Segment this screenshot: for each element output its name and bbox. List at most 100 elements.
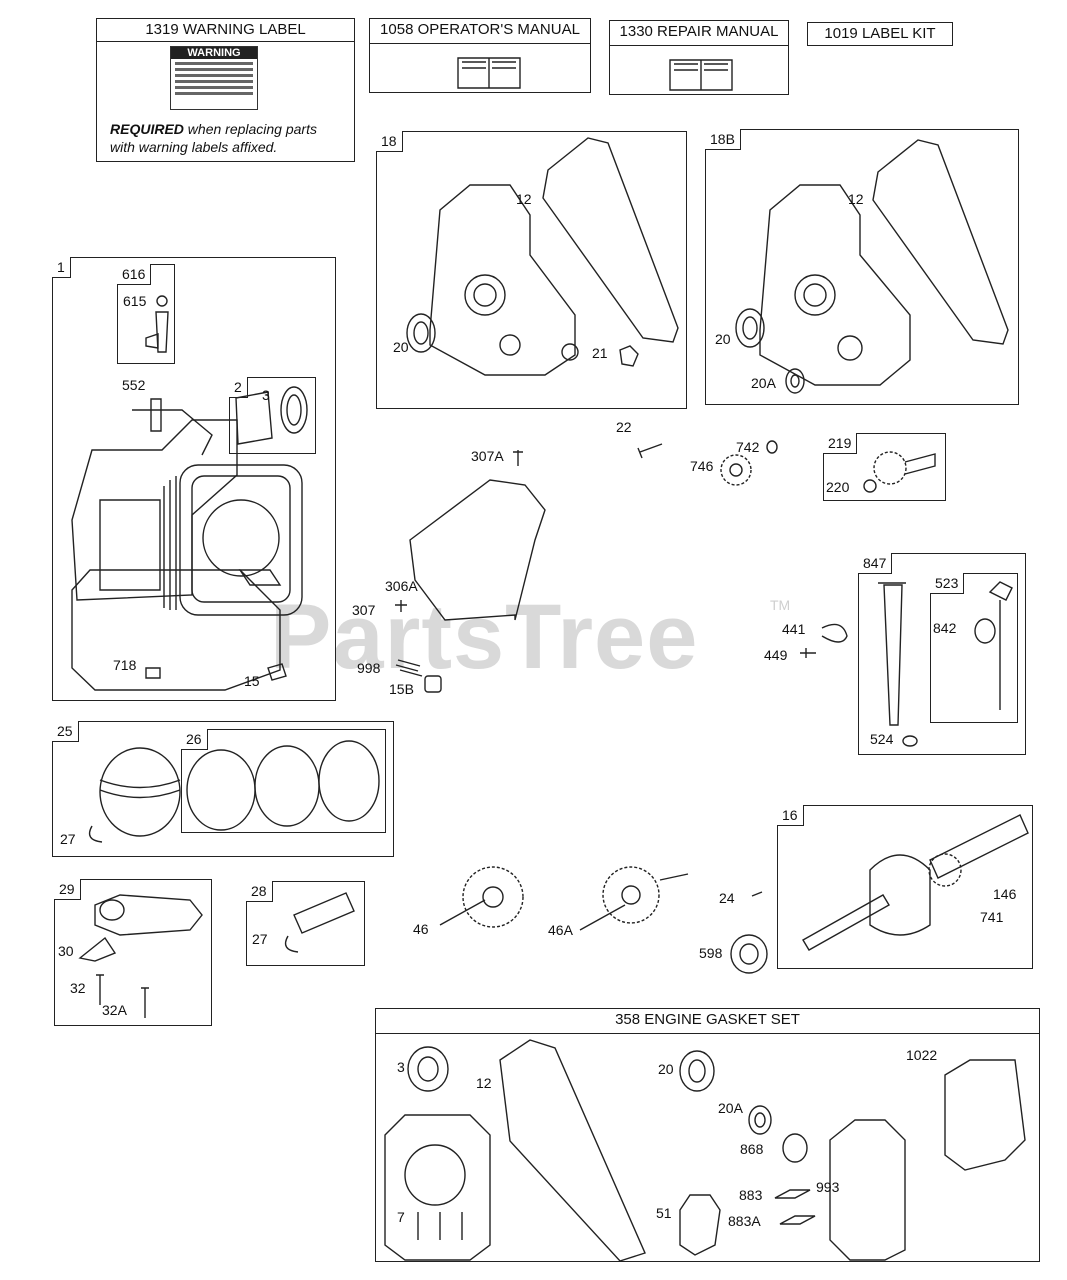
- callout-146[interactable]: 146: [993, 886, 1017, 902]
- callout-12-18[interactable]: 12: [516, 191, 532, 207]
- callout-307[interactable]: 307: [352, 602, 376, 618]
- washer-598: [730, 934, 768, 974]
- warning-label-header[interactable]: 1319 WARNING LABEL: [96, 18, 355, 42]
- callout-32[interactable]: 32: [70, 980, 86, 996]
- group-25-box: [52, 721, 394, 857]
- callout-gasket-883[interactable]: 883: [739, 1187, 763, 1203]
- callout-27-pin[interactable]: 27: [252, 931, 268, 947]
- callout-615[interactable]: 615: [123, 293, 147, 309]
- callout-220[interactable]: 220: [826, 479, 850, 495]
- group-25-tag[interactable]: 25: [52, 721, 79, 742]
- circlip-27a: [88, 825, 103, 843]
- group-523-tag[interactable]: 523: [930, 573, 965, 594]
- callout-449[interactable]: 449: [764, 647, 788, 663]
- callout-742[interactable]: 742: [736, 439, 760, 455]
- callout-24[interactable]: 24: [719, 890, 735, 906]
- dipstick-tube-847: [878, 582, 906, 726]
- callout-46a[interactable]: 46A: [548, 922, 573, 938]
- callout-21[interactable]: 21: [592, 345, 608, 361]
- piston-pin-28: [293, 892, 355, 934]
- callout-524[interactable]: 524: [870, 731, 894, 747]
- camshaft-46a: [579, 866, 689, 931]
- callout-741[interactable]: 741: [980, 909, 1004, 925]
- screw-449: [800, 648, 816, 658]
- required-text-2: with warning labels affixed.: [110, 139, 278, 155]
- crankcase-cover-18: [429, 184, 579, 376]
- callout-746[interactable]: 746: [690, 458, 714, 474]
- callout-598[interactable]: 598: [699, 945, 723, 961]
- gasket-883: [774, 1189, 811, 1199]
- group-1-box: [52, 257, 336, 701]
- gasket-883a: [779, 1215, 816, 1225]
- clip-441: [821, 623, 848, 643]
- group-28-tag[interactable]: 28: [246, 881, 273, 902]
- callout-20a-18b[interactable]: 20A: [751, 375, 776, 391]
- head-gasket-7: [384, 1114, 491, 1261]
- group-219-box: [823, 433, 946, 501]
- callout-46[interactable]: 46: [413, 921, 429, 937]
- callout-gasket-12[interactable]: 12: [476, 1075, 492, 1091]
- group-26-tag[interactable]: 26: [181, 729, 208, 750]
- callout-718[interactable]: 718: [113, 657, 137, 673]
- book-icon-operators: [457, 57, 521, 89]
- callout-15[interactable]: 15: [244, 673, 260, 689]
- callout-842[interactable]: 842: [933, 620, 957, 636]
- callout-gasket-51[interactable]: 51: [656, 1205, 672, 1221]
- ring-2: [254, 745, 320, 827]
- callout-gasket-868[interactable]: 868: [740, 1141, 764, 1157]
- operators-manual-header[interactable]: 1058 OPERATOR'S MANUAL: [369, 18, 591, 44]
- callout-20-18b[interactable]: 20: [715, 331, 731, 347]
- gasket-seal-20: [679, 1050, 715, 1092]
- group-18-tag[interactable]: 18: [376, 131, 403, 152]
- callout-30[interactable]: 30: [58, 943, 74, 959]
- callout-12-18b[interactable]: 12: [848, 191, 864, 207]
- seal-3: [280, 386, 308, 434]
- ring-3: [318, 740, 380, 822]
- bolt-32a: [141, 987, 149, 1018]
- oil-seal-20b: [735, 308, 765, 348]
- callout-998[interactable]: 998: [357, 660, 381, 676]
- callout-gasket-1022[interactable]: 1022: [906, 1047, 938, 1063]
- callout-3[interactable]: 3: [262, 387, 270, 403]
- callout-32a[interactable]: 32A: [102, 1002, 127, 1018]
- gasket-12a: [542, 137, 679, 343]
- callout-15b[interactable]: 15B: [389, 681, 414, 697]
- watermark: PartsTree: [270, 586, 699, 688]
- callout-27-piston[interactable]: 27: [60, 831, 76, 847]
- callout-22[interactable]: 22: [616, 419, 632, 435]
- callout-gasket-20[interactable]: 20: [658, 1061, 674, 1077]
- callout-20-18[interactable]: 20: [393, 339, 409, 355]
- group-16-tag[interactable]: 16: [777, 805, 804, 826]
- group-847-box: [858, 553, 1026, 755]
- callout-gasket-7[interactable]: 7: [397, 1209, 405, 1225]
- ring-1: [186, 749, 256, 831]
- callout-552[interactable]: 552: [122, 377, 146, 393]
- washer-742: [766, 440, 778, 454]
- group-219-tag[interactable]: 219: [823, 433, 858, 454]
- callout-307a[interactable]: 307A: [471, 448, 504, 464]
- label-kit-header[interactable]: 1019 LABEL KIT: [807, 22, 953, 46]
- group-29-tag[interactable]: 29: [54, 879, 81, 900]
- gasket-set-header[interactable]: 358 ENGINE GASKET SET: [375, 1008, 1040, 1034]
- callout-gasket-993[interactable]: 993: [816, 1179, 840, 1195]
- callout-gasket-20a[interactable]: 20A: [718, 1100, 743, 1116]
- callout-441[interactable]: 441: [782, 621, 806, 637]
- group-1-tag[interactable]: 1: [52, 257, 71, 278]
- book-icon-repair: [669, 59, 733, 91]
- callout-gasket-883a[interactable]: 883A: [728, 1213, 761, 1229]
- gasket-51: [679, 1194, 721, 1256]
- callout-306a[interactable]: 306A: [385, 578, 418, 594]
- piston-25: [99, 747, 181, 837]
- group-18b-box: [705, 129, 1019, 405]
- group-18b-tag[interactable]: 18B: [705, 129, 741, 150]
- callout-gasket-3[interactable]: 3: [397, 1059, 405, 1075]
- gasket-seal-3: [407, 1046, 449, 1092]
- plug-21: [619, 345, 639, 367]
- seal-868: [782, 1133, 808, 1163]
- group-847-tag[interactable]: 847: [858, 553, 893, 574]
- required-text-1: when replacing parts: [183, 121, 317, 137]
- group-616-tag[interactable]: 616: [117, 264, 152, 285]
- repair-manual-header[interactable]: 1330 REPAIR MANUAL: [609, 20, 789, 46]
- group-29-box: [54, 879, 212, 1026]
